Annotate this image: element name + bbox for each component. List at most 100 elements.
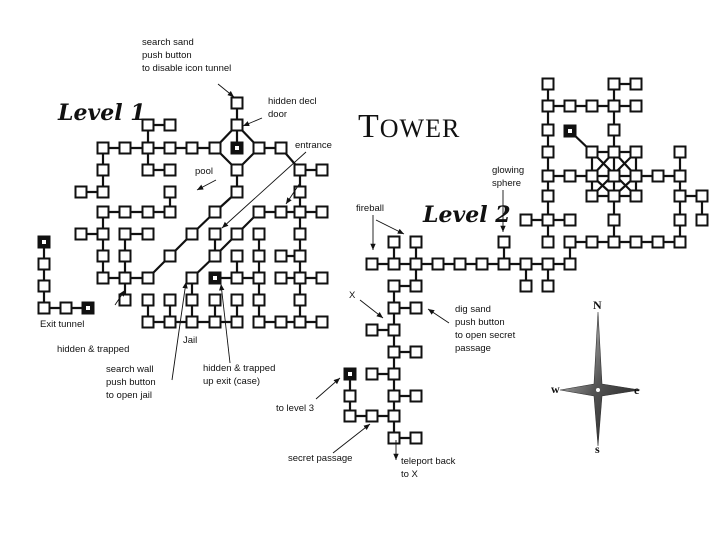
room <box>230 96 244 110</box>
annotation-glowing-sphere: glowing sphere <box>492 165 524 189</box>
room <box>37 257 51 271</box>
room <box>208 227 222 241</box>
room <box>387 367 401 381</box>
room <box>629 235 643 249</box>
room <box>185 315 199 329</box>
room <box>315 315 329 329</box>
room <box>163 163 177 177</box>
room <box>96 141 110 155</box>
room <box>315 205 329 219</box>
rooms <box>37 77 709 445</box>
map-title: TOWER <box>358 108 460 145</box>
room <box>497 257 511 271</box>
room <box>409 345 423 359</box>
room <box>519 213 533 227</box>
room <box>607 189 621 203</box>
room <box>230 249 244 263</box>
room <box>607 213 621 227</box>
room <box>387 301 401 315</box>
svg-text:search wall: search wall <box>106 364 154 375</box>
room <box>563 169 577 183</box>
pointer-arrow-icon <box>242 117 263 127</box>
room <box>607 235 621 249</box>
room <box>74 185 88 199</box>
room <box>409 279 423 293</box>
svg-text:up exit (case): up exit (case) <box>203 376 260 387</box>
room <box>629 145 643 159</box>
room <box>475 257 489 271</box>
room <box>541 279 555 293</box>
room <box>118 205 132 219</box>
room <box>695 213 709 227</box>
compass-south: s <box>595 442 600 456</box>
level-1-label: Level 1 <box>57 100 146 126</box>
pointer-arrow-icon <box>332 423 371 454</box>
room <box>230 271 244 285</box>
annotation-arrows <box>114 83 506 460</box>
room <box>163 315 177 329</box>
pointer-arrow-icon <box>359 299 384 319</box>
special-room-marker <box>86 306 90 310</box>
room <box>118 249 132 263</box>
room <box>387 257 401 271</box>
room <box>185 271 199 285</box>
room <box>365 409 379 423</box>
annotation-jail: Jail <box>183 335 197 346</box>
room <box>651 235 665 249</box>
room <box>585 99 599 113</box>
room <box>563 213 577 227</box>
room <box>141 205 155 219</box>
room <box>541 235 555 249</box>
room <box>315 271 329 285</box>
room <box>293 315 307 329</box>
svg-text:to open secret: to open secret <box>455 330 516 341</box>
room <box>365 367 379 381</box>
room <box>274 141 288 155</box>
room <box>163 185 177 199</box>
room <box>563 257 577 271</box>
room <box>274 249 288 263</box>
room <box>315 163 329 177</box>
room <box>409 257 423 271</box>
room <box>607 77 621 91</box>
room <box>409 431 423 445</box>
room <box>293 271 307 285</box>
room <box>274 315 288 329</box>
room <box>673 169 687 183</box>
room <box>585 145 599 159</box>
svg-text:search sand: search sand <box>142 37 194 48</box>
room <box>141 227 155 241</box>
special-room-marker <box>42 240 46 244</box>
svg-text:to X: to X <box>401 469 419 480</box>
room <box>252 315 266 329</box>
room <box>118 227 132 241</box>
room <box>387 235 401 249</box>
room <box>230 293 244 307</box>
room <box>343 389 357 403</box>
room <box>585 189 599 203</box>
annotation-entrance: entrance <box>295 140 332 151</box>
annotation-pool: pool <box>195 166 213 177</box>
room <box>252 227 266 241</box>
svg-text:to disable icon tunnel: to disable icon tunnel <box>142 63 231 74</box>
room <box>541 145 555 159</box>
room <box>141 293 155 307</box>
room <box>519 257 533 271</box>
room <box>387 279 401 293</box>
pointer-arrow-icon <box>196 179 217 191</box>
svg-text:hidden & trapped: hidden & trapped <box>203 363 275 374</box>
annotation-search-wall: search wall push button to open jail <box>106 364 156 401</box>
room <box>387 409 401 423</box>
room <box>541 99 555 113</box>
room <box>230 118 244 132</box>
room <box>431 257 445 271</box>
room <box>585 235 599 249</box>
svg-text:push button: push button <box>106 377 156 388</box>
pointer-arrow-icon <box>221 151 307 229</box>
room <box>607 169 621 183</box>
room <box>387 431 401 445</box>
room <box>629 169 643 183</box>
pointer-arrow-icon <box>219 283 231 364</box>
room <box>163 141 177 155</box>
compass-rose: N s e w <box>551 298 641 456</box>
